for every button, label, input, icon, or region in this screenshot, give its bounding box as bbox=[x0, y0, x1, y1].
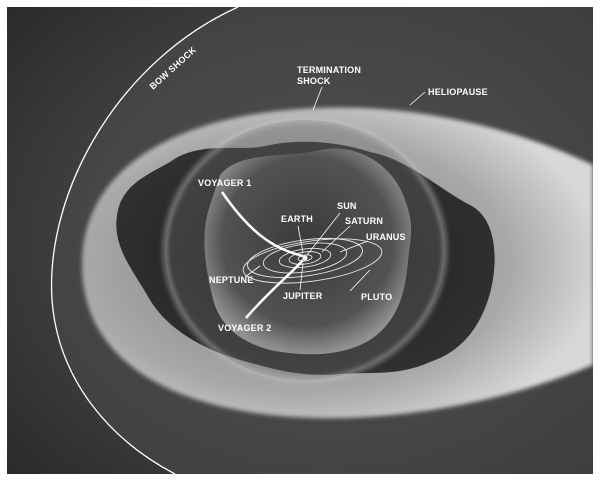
label-voyager2: VOYAGER 2 bbox=[218, 323, 272, 333]
label-sun: SUN bbox=[337, 201, 357, 211]
label-pluto: PLUTO bbox=[361, 292, 392, 302]
label-termination-1: TERMINATION bbox=[297, 65, 361, 75]
label-neptune: NEPTUNE bbox=[209, 275, 253, 285]
label-earth: EARTH bbox=[281, 214, 313, 224]
label-uranus: URANUS bbox=[366, 232, 406, 242]
label-jupiter: JUPITER bbox=[283, 291, 323, 301]
label-termination-2: SHOCK bbox=[297, 76, 331, 86]
label-saturn: SATURN bbox=[345, 216, 383, 226]
label-heliopause: HELIOPAUSE bbox=[428, 87, 488, 97]
sun-dot bbox=[303, 256, 308, 261]
heliosphere-diagram: BOW SHOCK TERMINATION SHOCK HELIOPAUSE V… bbox=[7, 7, 593, 474]
label-voyager1: VOYAGER 1 bbox=[198, 178, 252, 188]
